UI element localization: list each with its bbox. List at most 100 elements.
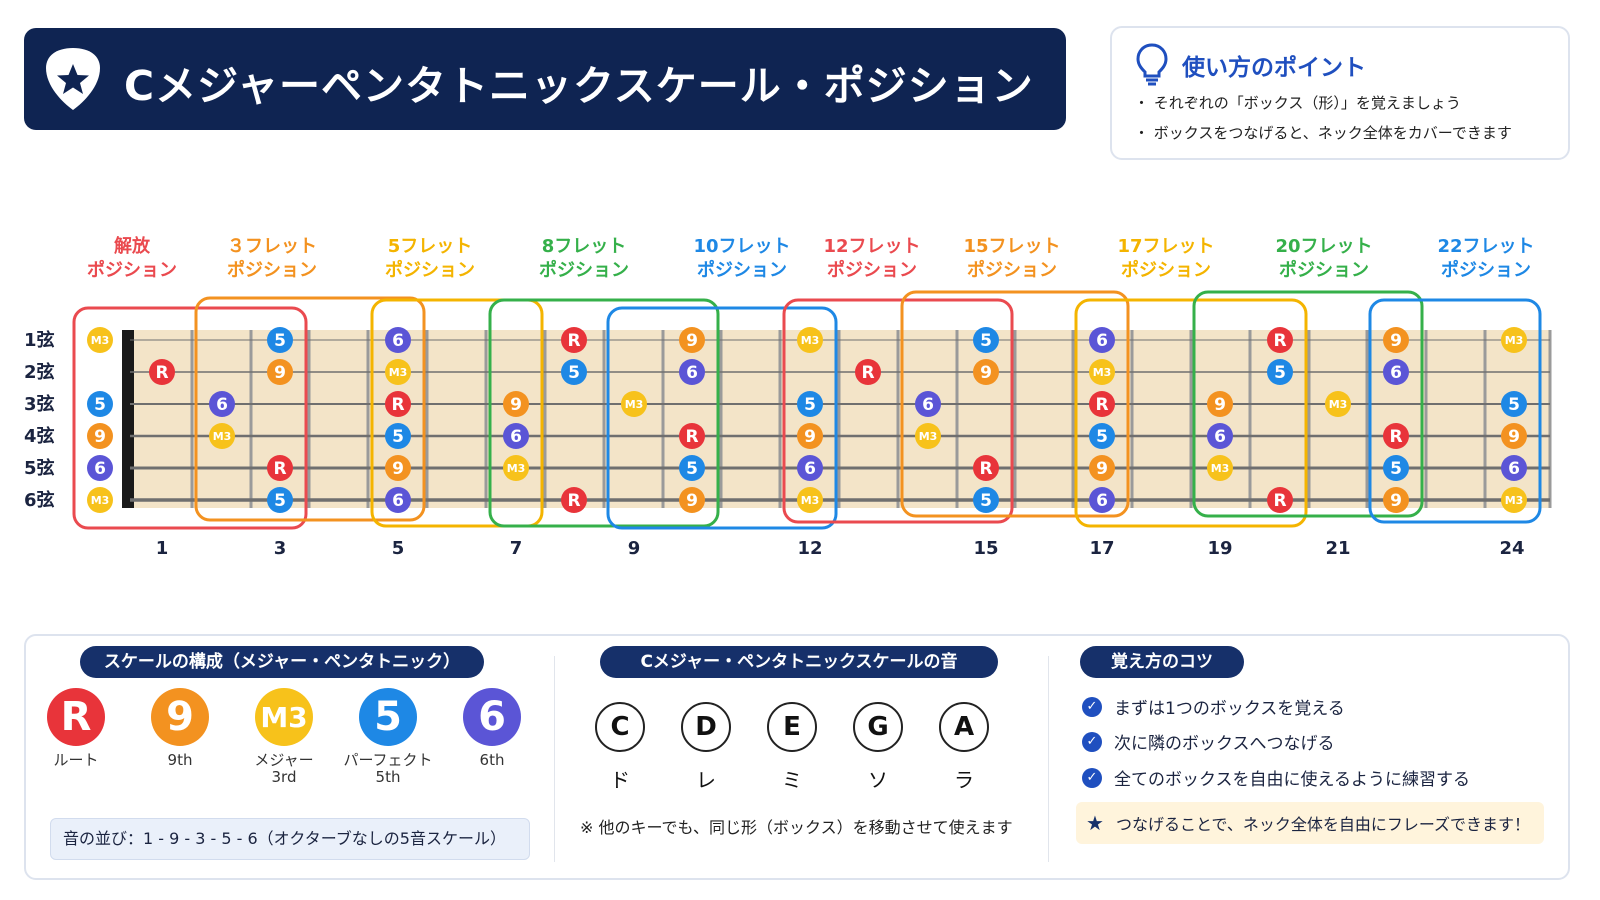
legend-ninth: 9 9th <box>130 688 230 769</box>
scale-note-label: 6 <box>216 395 228 415</box>
scale-note-label: 6 <box>392 331 404 351</box>
scale-note-dot <box>679 327 705 353</box>
scale-note-dot <box>1089 359 1115 385</box>
scale-note-dot <box>1267 359 1293 385</box>
highlight-note: ★つなげることで、ネック全体を自由にフレーズできます！ <box>1076 802 1544 844</box>
fretboard-diagram: 解放ポジション３フレットポジション5フレットポジション8フレットポジション10フ… <box>24 235 1552 559</box>
note-e: E ミ <box>764 702 820 793</box>
string-label: 6弦 <box>24 489 55 511</box>
fret-number: 15 <box>973 538 998 559</box>
scale-note-dot <box>1383 455 1409 481</box>
scale-note-dot <box>385 359 411 385</box>
scale-note-label: M3 <box>919 430 938 443</box>
scale-note-label: 9 <box>804 427 816 447</box>
title-bar <box>24 28 1066 130</box>
scale-note-label: 6 <box>1508 459 1520 479</box>
fret-number: 7 <box>510 538 523 559</box>
scale-note-label: 9 <box>510 395 522 415</box>
scale-note-dot <box>561 487 587 513</box>
fret-number: 3 <box>274 538 287 559</box>
scale-note-dot <box>679 455 705 481</box>
scale-note-label: 5 <box>1096 427 1108 447</box>
scale-note-dot <box>1089 455 1115 481</box>
position-label-line1: ３フレット <box>227 236 317 257</box>
position-label-line2: ポジション <box>1121 259 1211 281</box>
note-a-circle: A <box>939 702 989 752</box>
note-g: G ソ <box>850 702 906 793</box>
scale-note-dot <box>209 423 235 449</box>
scale-note-label: 9 <box>1096 459 1108 479</box>
position-box <box>488 298 720 528</box>
check-circle-icon: ✓ <box>1082 767 1102 788</box>
scale-note-label: 9 <box>1390 331 1402 351</box>
fret-number: 17 <box>1089 538 1114 559</box>
scale-note-dot <box>503 455 529 481</box>
fret-number: 1 <box>156 538 169 559</box>
scale-note-dot <box>679 359 705 385</box>
note-e-kana: ミ <box>782 768 802 792</box>
page-title: Cメジャーペンタトニックスケール・ポジション <box>124 62 1034 110</box>
tip-text: まずは1つのボックスを覚える <box>1114 699 1345 719</box>
nut <box>122 330 134 508</box>
guitar-pick-star-icon <box>46 48 100 110</box>
scale-note-label: R <box>567 491 580 511</box>
scale-note-dot <box>87 327 113 353</box>
check-circle-icon: ✓ <box>1082 731 1102 752</box>
scale-note-dot <box>87 391 113 417</box>
scale-note-dot <box>797 391 823 417</box>
scale-note-dot <box>561 327 587 353</box>
scale-note-label: 9 <box>94 427 106 447</box>
legend-fifth-label: パーフェクト 5th <box>343 751 433 786</box>
legend-root-label: ルート <box>53 751 99 769</box>
scale-note-dot <box>1325 391 1351 417</box>
position-label-line1: 10フレット <box>693 236 790 257</box>
legend-major-third-circle: M3 <box>255 688 313 746</box>
fret-number: 5 <box>392 538 405 559</box>
legend-ninth-circle: 9 <box>151 688 209 746</box>
scale-note-dot <box>267 327 293 353</box>
scale-note-label: M3 <box>1329 398 1348 411</box>
fret-number: 21 <box>1325 538 1350 559</box>
scale-note-label: 6 <box>392 491 404 511</box>
legend-root: R ルート <box>26 688 126 769</box>
scale-note-dot <box>87 423 113 449</box>
scale-note-label: M3 <box>507 462 526 475</box>
scale-note-label: 9 <box>1508 427 1520 447</box>
fret-number: 12 <box>797 538 822 559</box>
divider <box>554 656 555 862</box>
star-icon: ★ <box>1086 811 1104 835</box>
scale-note-label: 5 <box>94 395 106 415</box>
position-box <box>782 298 1014 524</box>
scale-note-dot <box>385 327 411 353</box>
scale-note-label: R <box>567 331 580 351</box>
position-label-line1: 5フレット <box>388 236 473 257</box>
position-label-line1: 8フレット <box>542 236 627 257</box>
scale-note-label: 9 <box>274 363 286 383</box>
fret-number: 24 <box>1499 538 1524 559</box>
scale-note-dot <box>1267 487 1293 513</box>
scale-note-label: M3 <box>801 334 820 347</box>
scale-note-dot <box>1501 327 1527 353</box>
position-label-line2: ポジション <box>697 259 787 281</box>
scale-note-label: 5 <box>686 459 698 479</box>
scale-note-label: R <box>273 459 286 479</box>
scale-note-label: 5 <box>274 331 286 351</box>
scale-note-label: M3 <box>91 334 110 347</box>
tip-text: 次に隣のボックスへつなげる <box>1114 734 1335 754</box>
legend-root-circle: R <box>47 688 105 746</box>
scale-note-dot <box>679 423 705 449</box>
position-box <box>370 298 544 528</box>
scale-note-label: 5 <box>980 331 992 351</box>
string-label: 2弦 <box>24 361 55 383</box>
scale-note-label: R <box>1389 427 1402 447</box>
scale-note-dot <box>503 391 529 417</box>
legend-fifth: 5 パーフェクト 5th <box>338 688 438 786</box>
scale-note-dot <box>1383 327 1409 353</box>
scale-note-dot <box>149 359 175 385</box>
scale-note-dot <box>385 423 411 449</box>
scale-note-label: R <box>861 363 874 383</box>
scale-note-dot <box>855 359 881 385</box>
position-label-line1: 17フレット <box>1117 236 1214 257</box>
lightbulb-icon <box>1136 43 1168 86</box>
scale-note-dot <box>1089 327 1115 353</box>
